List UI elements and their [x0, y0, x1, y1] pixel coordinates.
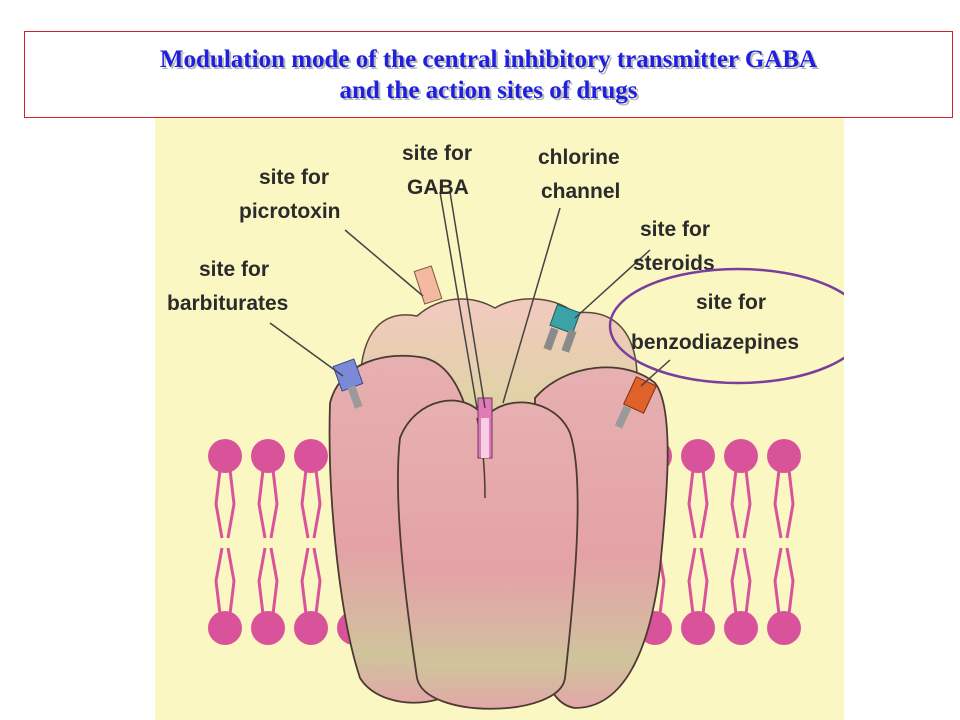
lipid-molecule [208, 439, 242, 539]
diagram-svg: site for picrotoxin site for GABA chlori… [155, 118, 844, 720]
lipid-molecule [767, 439, 801, 539]
lipid-molecule [294, 439, 328, 539]
label-picrotoxin: site for picrotoxin [239, 166, 341, 223]
lipid-molecule [681, 439, 715, 539]
label-barbiturates-line1: site for [199, 258, 269, 281]
label-gaba: site for GABA [402, 142, 472, 199]
lipid-molecule [724, 547, 758, 645]
leader-lines [269, 191, 671, 409]
label-chlorine-channel: chlorine channel [538, 146, 620, 203]
gaba-receptor-diagram: site for picrotoxin site for GABA chlori… [155, 118, 844, 720]
lipid-molecule [251, 439, 285, 539]
title-line-1: Modulation mode of the central inhibitor… [159, 45, 818, 73]
title-box: Modulation mode of the central inhibitor… [24, 31, 953, 118]
label-picrotoxin-line1: site for [259, 166, 329, 189]
label-steroids-line1: site for [640, 218, 710, 241]
label-barbiturates-line2: barbiturates [167, 292, 288, 315]
label-benzodiazepines-line1: site for [696, 291, 766, 314]
label-benzodiazepines-line2: benzodiazepines [631, 331, 799, 354]
gaba-site-marker [477, 397, 493, 459]
chlorine-channel-marker [543, 303, 581, 353]
label-chlorine-line1: chlorine [538, 146, 620, 169]
label-barbiturates: site for barbiturates [167, 258, 288, 315]
label-chlorine-line2: channel [541, 180, 620, 203]
lipid-molecule [681, 547, 715, 645]
label-gaba-line2: GABA [407, 176, 469, 199]
label-gaba-line1: site for [402, 142, 472, 165]
lipid-molecule [294, 547, 328, 645]
picrotoxin-site-marker [413, 265, 443, 305]
lipid-molecule [208, 547, 242, 645]
label-picrotoxin-line2: picrotoxin [239, 200, 341, 223]
lipid-molecule [724, 439, 758, 539]
lipid-molecule [251, 547, 285, 645]
barbiturates-site-marker [332, 358, 364, 409]
label-steroids: site for steroids [633, 218, 715, 275]
title-line-2: and the action sites of drugs [339, 76, 638, 104]
label-steroids-line2: steroids [633, 252, 715, 275]
benzodiazepines-highlight-ellipse [608, 267, 844, 385]
binding-sites [332, 265, 657, 459]
label-benzodiazepines: site for benzodiazepines [631, 291, 799, 354]
lipid-molecule [767, 547, 801, 645]
receptor-protein [328, 298, 669, 710]
